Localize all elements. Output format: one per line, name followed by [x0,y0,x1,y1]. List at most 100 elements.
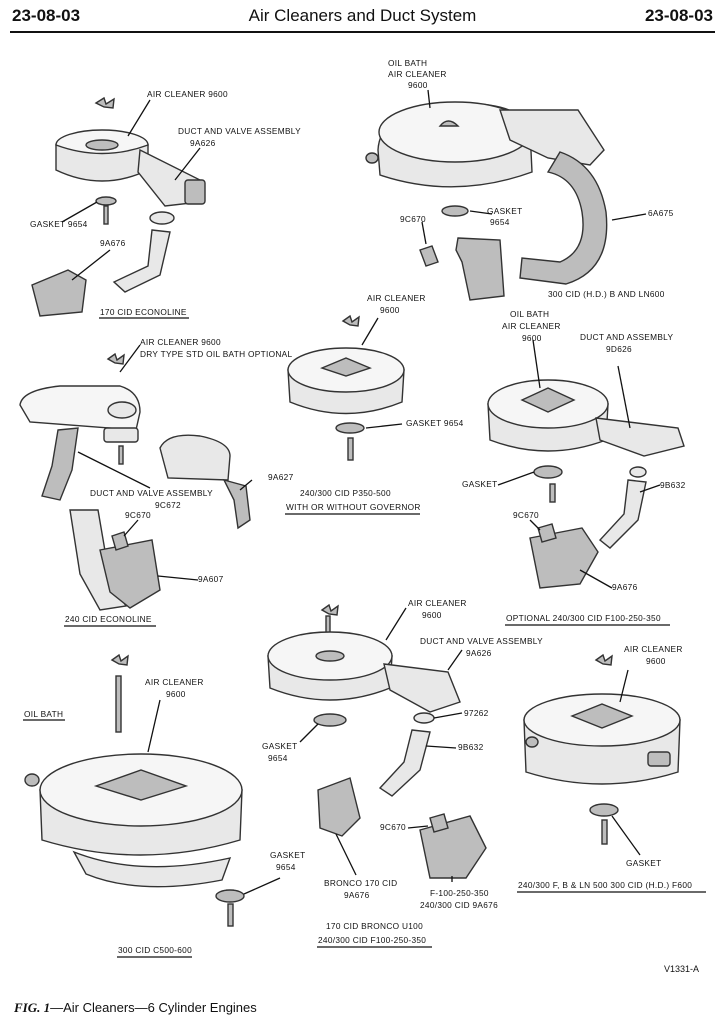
gasket-h [589,803,619,817]
bracket-b [455,237,505,301]
figure-number: FIG. 1 [14,1000,51,1015]
caption-300-hd-ln600: 300 CID (H.D.) B AND LN600 [548,289,665,299]
caption-240-300-f100: 240/300 CID F100-250-350 [318,935,426,945]
label-97262: 97262 [464,708,489,718]
label-9a676-a: 9A676 [100,238,126,248]
label-duct-valve-d: DUCT AND VALVE ASSEMBLY [90,488,213,498]
group-300-hd-ln600: OIL BATH AIR CLEANER 9600 9C670 GASKET 9… [365,58,674,301]
section-number-right: 23-08-03 [644,6,713,25]
label-9654-g: 9654 [276,862,296,872]
stud-d [118,445,124,465]
wing-nut-f [320,603,339,616]
wing-nut-g [110,653,129,666]
label-gasket-9654-a: GASKET 9654 [30,219,88,229]
label-air-cleaner-c: AIR CLEANER [367,293,426,303]
label-9a607: 9A607 [198,574,224,584]
label-9c670-f: 9C670 [380,822,406,832]
label-9b632-f: 9B632 [458,742,484,752]
caption-oil-bath-g: OIL BATH [24,709,63,719]
air-cleaner-b [365,101,533,188]
label-9b632-e: 9B632 [660,480,686,490]
clip-9c670-d [111,531,129,551]
caption-170-bronco-u100: 170 CID BRONCO U100 [326,921,423,931]
label-9d626: 9D626 [606,344,632,354]
label-gasket-b: GASKET [487,206,522,216]
figure-caption: FIG. 1—Air Cleaners—6 Cylinder Engines [14,1000,257,1016]
label-air-cleaner-b: AIR CLEANER [388,69,447,79]
label-gasket-h: GASKET [626,858,661,868]
tube-a [112,229,171,293]
gasket-e [533,465,563,479]
header-rule [10,31,715,33]
caption-300-c500-600: 300 CID C500-600 [118,945,192,955]
ring-e [629,466,647,478]
label-9a626-a: 9A626 [190,138,216,148]
label-9600-b: 9600 [408,80,428,90]
gasket-a [95,196,117,206]
duct-9d626 [595,417,685,457]
label-9c670-e: 9C670 [513,510,539,520]
label-gasket-e: GASKET [462,479,497,489]
page-title: Air Cleaners and Duct System [248,6,477,25]
caption-240-econoline: 240 CID ECONOLINE [65,614,152,624]
label-9a626-f: 9A626 [466,648,492,658]
label-240-300-9a676: 240/300 CID 9A676 [420,900,498,910]
stud-c [347,437,354,461]
wing-nut-h [594,653,613,666]
caption-170-econoline: 170 CID ECONOLINE [100,307,187,317]
clip-9c670-b [419,245,439,267]
ring-97262 [413,712,435,724]
label-gasket-g: GASKET [270,850,305,860]
duct-valve-f [383,663,461,713]
duct-valve-a [137,148,206,207]
air-cleaner-f [267,631,393,701]
label-duct-valve-f: DUCT AND VALVE ASSEMBLY [420,636,543,646]
label-9600-g: 9600 [166,689,186,699]
bracket-bronco-9a676 [317,777,361,837]
bracket-f100-9a676 [419,815,487,879]
label-9600-e: 9600 [522,333,542,343]
tube-9b632-f [378,729,431,797]
label-air-cleaner-f: AIR CLEANER [408,598,467,608]
label-9600-c: 9600 [380,305,400,315]
group-240-econoline: AIR CLEANER 9600 DRY TYPE STD OIL BATH O… [19,337,293,627]
wing-nut-c [341,314,360,327]
caption-with-without-governor: WITH OR WITHOUT GOVERNOR [286,502,421,512]
label-9a676-e: 9A676 [612,582,638,592]
label-6a675: 6A675 [648,208,674,218]
caption-optional-f100: OPTIONAL 240/300 CID F100-250-350 [506,613,661,623]
wing-nut-d [106,352,125,365]
bracket-a [31,269,87,317]
stud-e [549,483,556,503]
clip-9c670-f [429,813,449,833]
air-cleaner-g [24,753,243,888]
page-header: 23-08-03 Air Cleaners and Duct System 23… [0,0,725,40]
label-duct-valve-a: DUCT AND VALVE ASSEMBLY [178,126,301,136]
duct-9a627 [159,434,251,530]
hose-6a675 [519,151,608,285]
tube-9b632 [598,479,647,549]
label-gasket-f: GASKET [262,741,297,751]
air-cleaner-h [523,693,681,785]
label-dry-type: DRY TYPE STD OIL BATH OPTIONAL [140,349,292,359]
label-9c672: 9C672 [155,500,181,510]
caption-p350-500: 240/300 CID P350-500 [300,488,391,498]
label-bronco-170: BRONCO 170 CID [324,878,397,888]
figure-caption-text: —Air Cleaners—6 Cylinder Engines [50,1000,257,1015]
gasket-g [215,889,245,903]
group-optional-f100: OIL BATH AIR CLEANER 9600 DUCT AND ASSEM… [462,309,686,626]
label-9654-b: 9654 [490,217,510,227]
label-9c670-d: 9C670 [125,510,151,520]
label-9600-h: 9600 [646,656,666,666]
stud-a [103,205,109,225]
ring-a [149,211,175,225]
group-f-b-ln500: AIR CLEANER 9600 GASKET 240/300 F, B & L… [517,644,706,893]
snorkel-b [499,109,605,166]
stud-h [601,819,608,845]
section-number-left: 23-08-03 [12,6,81,25]
bracket-9a676-e [529,527,599,589]
label-f100-250-350: F-100-250-350 [430,888,489,898]
group-c500-600: OIL BATH AIR CLEANER 9600 GASKET 9654 30… [23,653,305,958]
caption-f-b-ln500: 240/300 F, B & LN 500 300 CID (H.D.) F60… [518,880,692,890]
